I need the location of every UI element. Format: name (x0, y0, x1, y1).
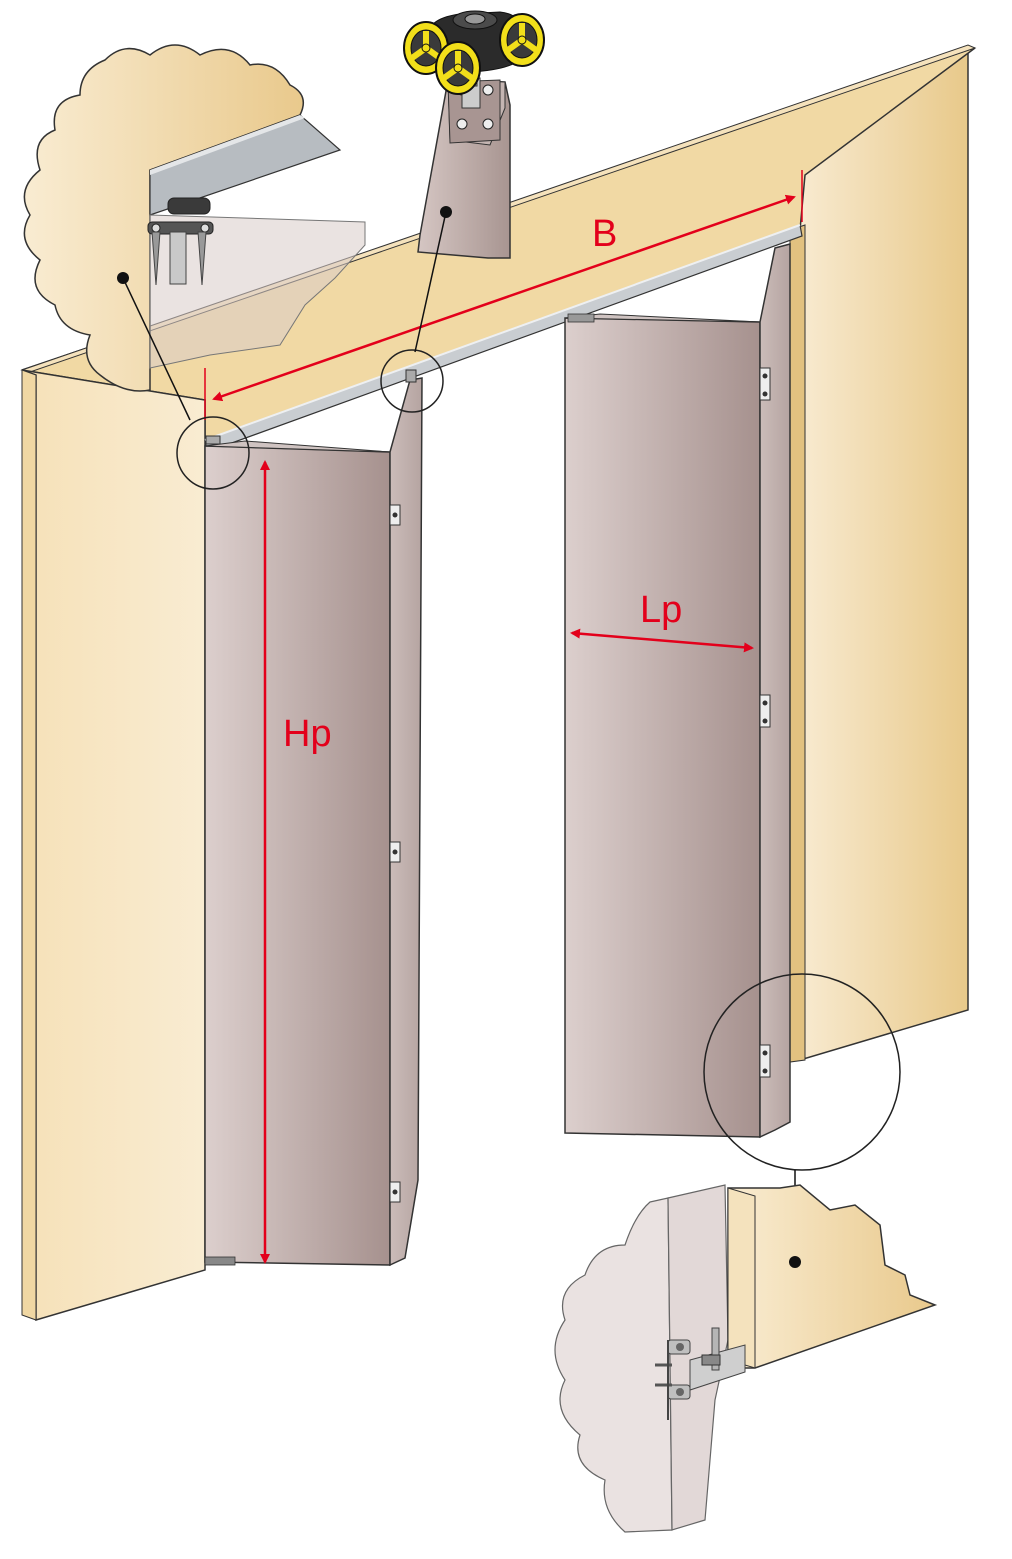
hinge (759, 694, 771, 728)
left-door (204, 377, 423, 1267)
left-panel-front (204, 445, 391, 1266)
label-hp: Hp (283, 713, 332, 755)
right-wall (799, 48, 969, 1062)
top-pivot-detail (23, 44, 366, 421)
roller-wheel (499, 13, 545, 67)
right-panel-front (564, 317, 761, 1138)
label-b: B (592, 213, 617, 255)
dim-b-line (212, 194, 796, 402)
dimension-lines: B Hp Lp (204, 170, 803, 1264)
label-lp: Lp (640, 589, 682, 631)
top-roller-detail (403, 10, 545, 353)
roller-wheel (435, 41, 481, 95)
hinge (759, 1044, 771, 1078)
right-door (564, 243, 791, 1139)
left-wall (21, 369, 206, 1322)
dim-lp-line (570, 628, 754, 653)
callout-circles (176, 349, 901, 1171)
bottom-pivot-detail (554, 1170, 938, 1533)
